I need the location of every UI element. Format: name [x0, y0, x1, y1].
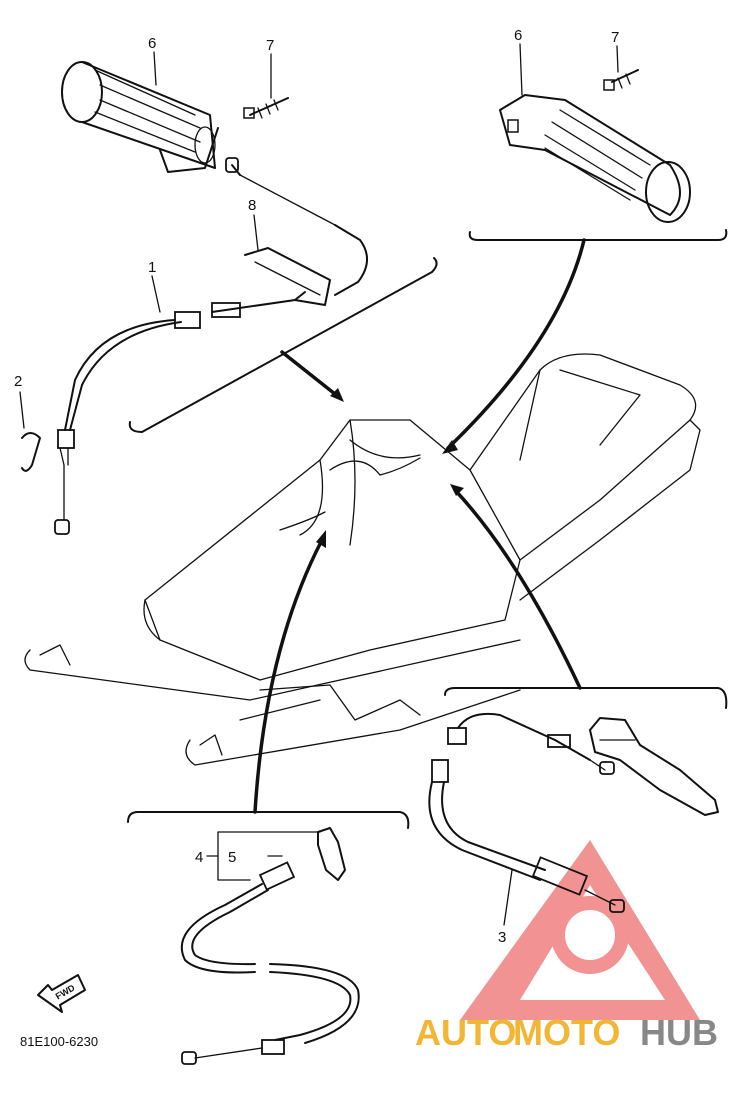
label-part-3: 3 — [498, 929, 506, 946]
drawing-code: 81E100-6230 — [20, 1034, 98, 1049]
fwd-arrow: FWD — [37, 974, 86, 1013]
label-part-6-left: 6 — [148, 35, 156, 52]
snowmobile-outline — [24, 353, 701, 766]
right-grip — [499, 94, 691, 223]
right-grip-screw — [603, 69, 639, 91]
brake-lever — [589, 717, 719, 816]
watermark-triangle-ring — [551, 896, 629, 974]
choke-cable — [180, 827, 360, 1065]
brake-cable — [428, 712, 625, 913]
watermark-hub: HUB — [640, 1012, 718, 1053]
label-part-7-right: 7 — [611, 29, 619, 46]
left-grip — [61, 61, 219, 173]
watermark-auto: AUTO — [415, 1012, 516, 1053]
label-part-8: 8 — [248, 197, 256, 214]
label-part-6-right: 6 — [514, 27, 522, 44]
watermark-triangle-outer — [460, 840, 700, 1020]
left-grip-screw — [243, 97, 289, 119]
label-part-5: 5 — [228, 849, 236, 866]
label-part-2: 2 — [14, 373, 22, 390]
part-labels: 6 7 8 1 2 6 7 4 5 3 — [14, 27, 619, 946]
label-part-7-left: 7 — [266, 37, 274, 54]
leader-arrows — [253, 238, 586, 814]
watermark-logo — [460, 840, 700, 1020]
throttle-cable — [54, 157, 368, 535]
label-part-4: 4 — [195, 849, 203, 866]
label-part-1: 1 — [148, 259, 156, 276]
watermark-text: AUTO MOTO HUB — [415, 1012, 718, 1053]
fwd-label: FWD — [54, 982, 77, 1001]
cable-hook — [21, 432, 41, 472]
callout-frames — [127, 229, 728, 829]
watermark-moto: MOTO — [513, 1012, 620, 1053]
